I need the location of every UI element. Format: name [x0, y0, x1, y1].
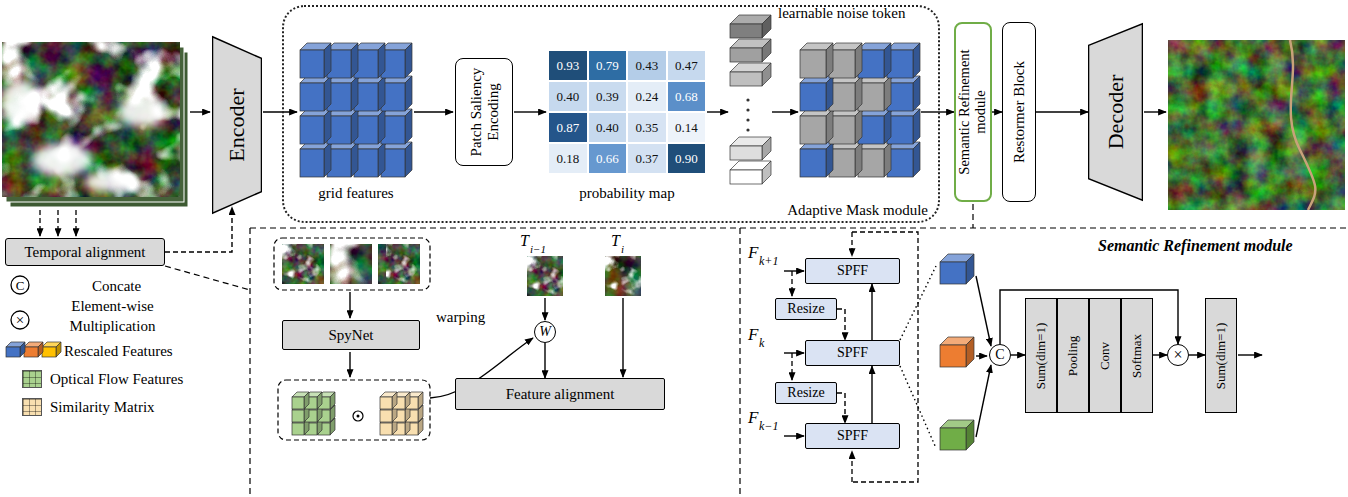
node-text: Resize: [787, 301, 824, 316]
table-cell: 0.39: [588, 81, 628, 112]
layer-box: Sum(dim=1): [1205, 298, 1237, 413]
node-text: Adaptive Mask module: [787, 202, 928, 219]
node-text: Feature alignment: [506, 386, 615, 403]
layer-box: Sum(dim=1): [1025, 298, 1057, 413]
table-cell: 0.14: [667, 112, 707, 143]
annotation-label: k+1: [759, 255, 778, 267]
legend-text: Concate: [92, 277, 141, 297]
connector-arrow: [1153, 354, 1167, 355]
annotation-label: probability map: [579, 186, 674, 201]
table-cell: 0.68: [667, 81, 707, 112]
connector-arrow: [544, 343, 545, 378]
connector-arrow: [165, 207, 232, 252]
node-text: Decoder: [1103, 27, 1127, 197]
process-box: Resize: [775, 298, 837, 320]
node-text: Softmax: [1130, 303, 1144, 408]
node-text: Pooling: [1066, 303, 1080, 408]
table-cell: 0.24: [627, 81, 667, 112]
legend-swatch: [22, 370, 42, 388]
annotation-label: warping: [436, 310, 485, 325]
connector-arrow: [837, 309, 845, 340]
legend-text: Optical Flow Features: [50, 370, 183, 390]
annotation-label: F: [748, 409, 758, 426]
process-box: SPFF: [805, 258, 900, 284]
layer-box: Pooling: [1057, 298, 1089, 413]
process-box: SpyNet: [282, 320, 420, 350]
table-cell: 0.79: [588, 50, 628, 81]
node-text: Resize: [787, 385, 824, 400]
process-box: Semantic Refinement module: [954, 22, 992, 202]
table-cell: 0.40: [548, 81, 588, 112]
annotation-label: k: [759, 337, 764, 349]
annotation-label: grid features: [318, 186, 393, 201]
process-box: Feature alignment: [455, 378, 665, 410]
process-box: Resize: [775, 382, 837, 404]
node-text: Restormer Block: [1011, 27, 1028, 197]
annotation-label: Semantic Refinement module: [1098, 238, 1293, 254]
layer-box: Softmax: [1121, 298, 1153, 413]
node-text: SPFF: [837, 345, 868, 360]
process-box: SPFF: [805, 340, 900, 366]
annotation-label: ×: [11, 311, 29, 329]
annotation-label: T: [520, 233, 529, 249]
table-cell: 0.66: [588, 143, 628, 174]
node-text: Patch Saliency Encoding: [468, 63, 501, 161]
node-text: SPFF: [837, 428, 868, 443]
annotation-label: F: [748, 244, 758, 261]
annotation-label: i: [621, 244, 624, 255]
connector-arrow: [1036, 111, 1088, 112]
annotation-label: C: [11, 276, 29, 294]
connector-arrow: [871, 366, 872, 423]
process-box: Patch Saliency Encoding: [455, 58, 513, 166]
node-text: SPFF: [837, 263, 868, 278]
connector-arrow: [1189, 354, 1205, 355]
connector-arrow: [940, 111, 954, 112]
table-cell: 0.47: [667, 50, 707, 81]
node-text: C: [995, 347, 1004, 362]
connector-arrow: [1011, 354, 1025, 355]
connector-arrow: [871, 284, 872, 340]
decoder-block: Decoder: [1088, 22, 1143, 202]
table-cell: 0.37: [627, 143, 667, 174]
annotation-label: F: [748, 326, 758, 343]
table-cell: 0.43: [627, 50, 667, 81]
table-cell: 0.87: [548, 112, 588, 143]
process-box: SPFF: [805, 423, 900, 449]
node-text: ×: [1173, 346, 1182, 364]
node-text: Semantic Refinement module: [957, 27, 989, 197]
operator-circle: ×: [1167, 344, 1189, 366]
encoder-block: Encoder: [212, 35, 262, 215]
node-text: SpyNet: [329, 327, 374, 344]
node-text: Encoder: [225, 40, 249, 210]
table-cell: 0.40: [588, 112, 628, 143]
table-cell: 0.35: [627, 112, 667, 143]
legend-text: Similarity Matrix: [50, 398, 155, 418]
table-cell: 0.93: [548, 50, 588, 81]
legend-swatch: [22, 398, 42, 416]
legend-text: Rescaled Features: [64, 342, 173, 362]
node-text: Temporal alignment: [25, 244, 146, 261]
annotation-label: k−1: [759, 420, 778, 432]
annotation-label: learnable noise token: [778, 6, 905, 21]
node-text: Conv: [1098, 303, 1112, 408]
node-text: Sum(dim=1): [1214, 303, 1228, 408]
node-text: W: [539, 324, 551, 339]
annotation-label: i−1: [530, 244, 546, 255]
operator-circle: C: [989, 344, 1011, 366]
table-cell: 0.90: [667, 143, 707, 174]
annotation-label: T: [611, 233, 620, 249]
operator-circle: W: [534, 321, 556, 343]
layer-box: Conv: [1089, 298, 1121, 413]
table-cell: 0.18: [548, 143, 588, 174]
connector-arrow: [837, 393, 845, 423]
process-box: Restormer Block: [1002, 22, 1036, 202]
node-text: Sum(dim=1): [1034, 303, 1048, 408]
legend-text: Element-wise Multiplication: [50, 297, 175, 336]
process-box: Temporal alignment: [5, 238, 165, 266]
connector-arrow: [992, 111, 1002, 112]
